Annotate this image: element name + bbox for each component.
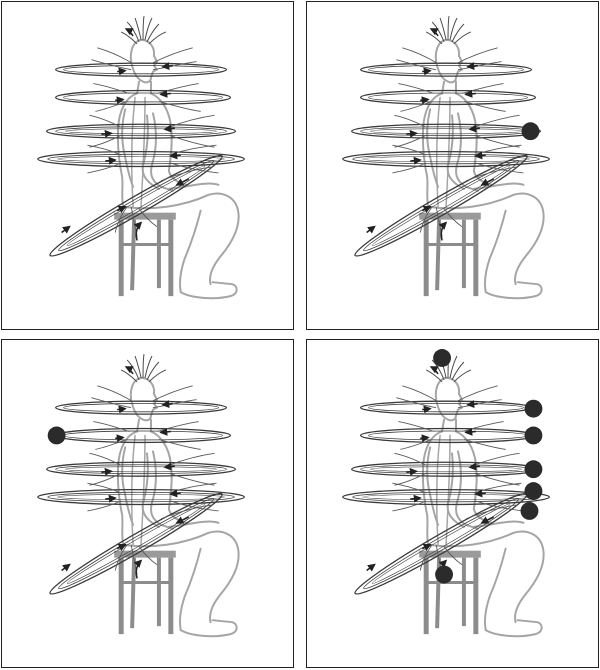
panel-top-left — [1, 1, 294, 330]
marker-dot — [524, 482, 543, 501]
marker-dot — [435, 565, 453, 584]
energy-field-figure — [2, 2, 293, 329]
marker-dot — [524, 399, 543, 418]
marker-dot — [47, 426, 66, 445]
marker-dot — [521, 122, 540, 141]
energy-field-figure — [307, 349, 598, 667]
marker-dot — [524, 460, 543, 479]
energy-field-figure — [307, 2, 598, 329]
energy-field-figure — [2, 340, 293, 667]
marker-dot — [433, 349, 452, 367]
marker-dot — [524, 426, 543, 445]
panel-top-right — [306, 1, 599, 330]
panel-bottom-left — [1, 339, 294, 668]
marker-dot — [520, 502, 539, 520]
panel-bottom-right — [306, 339, 599, 668]
